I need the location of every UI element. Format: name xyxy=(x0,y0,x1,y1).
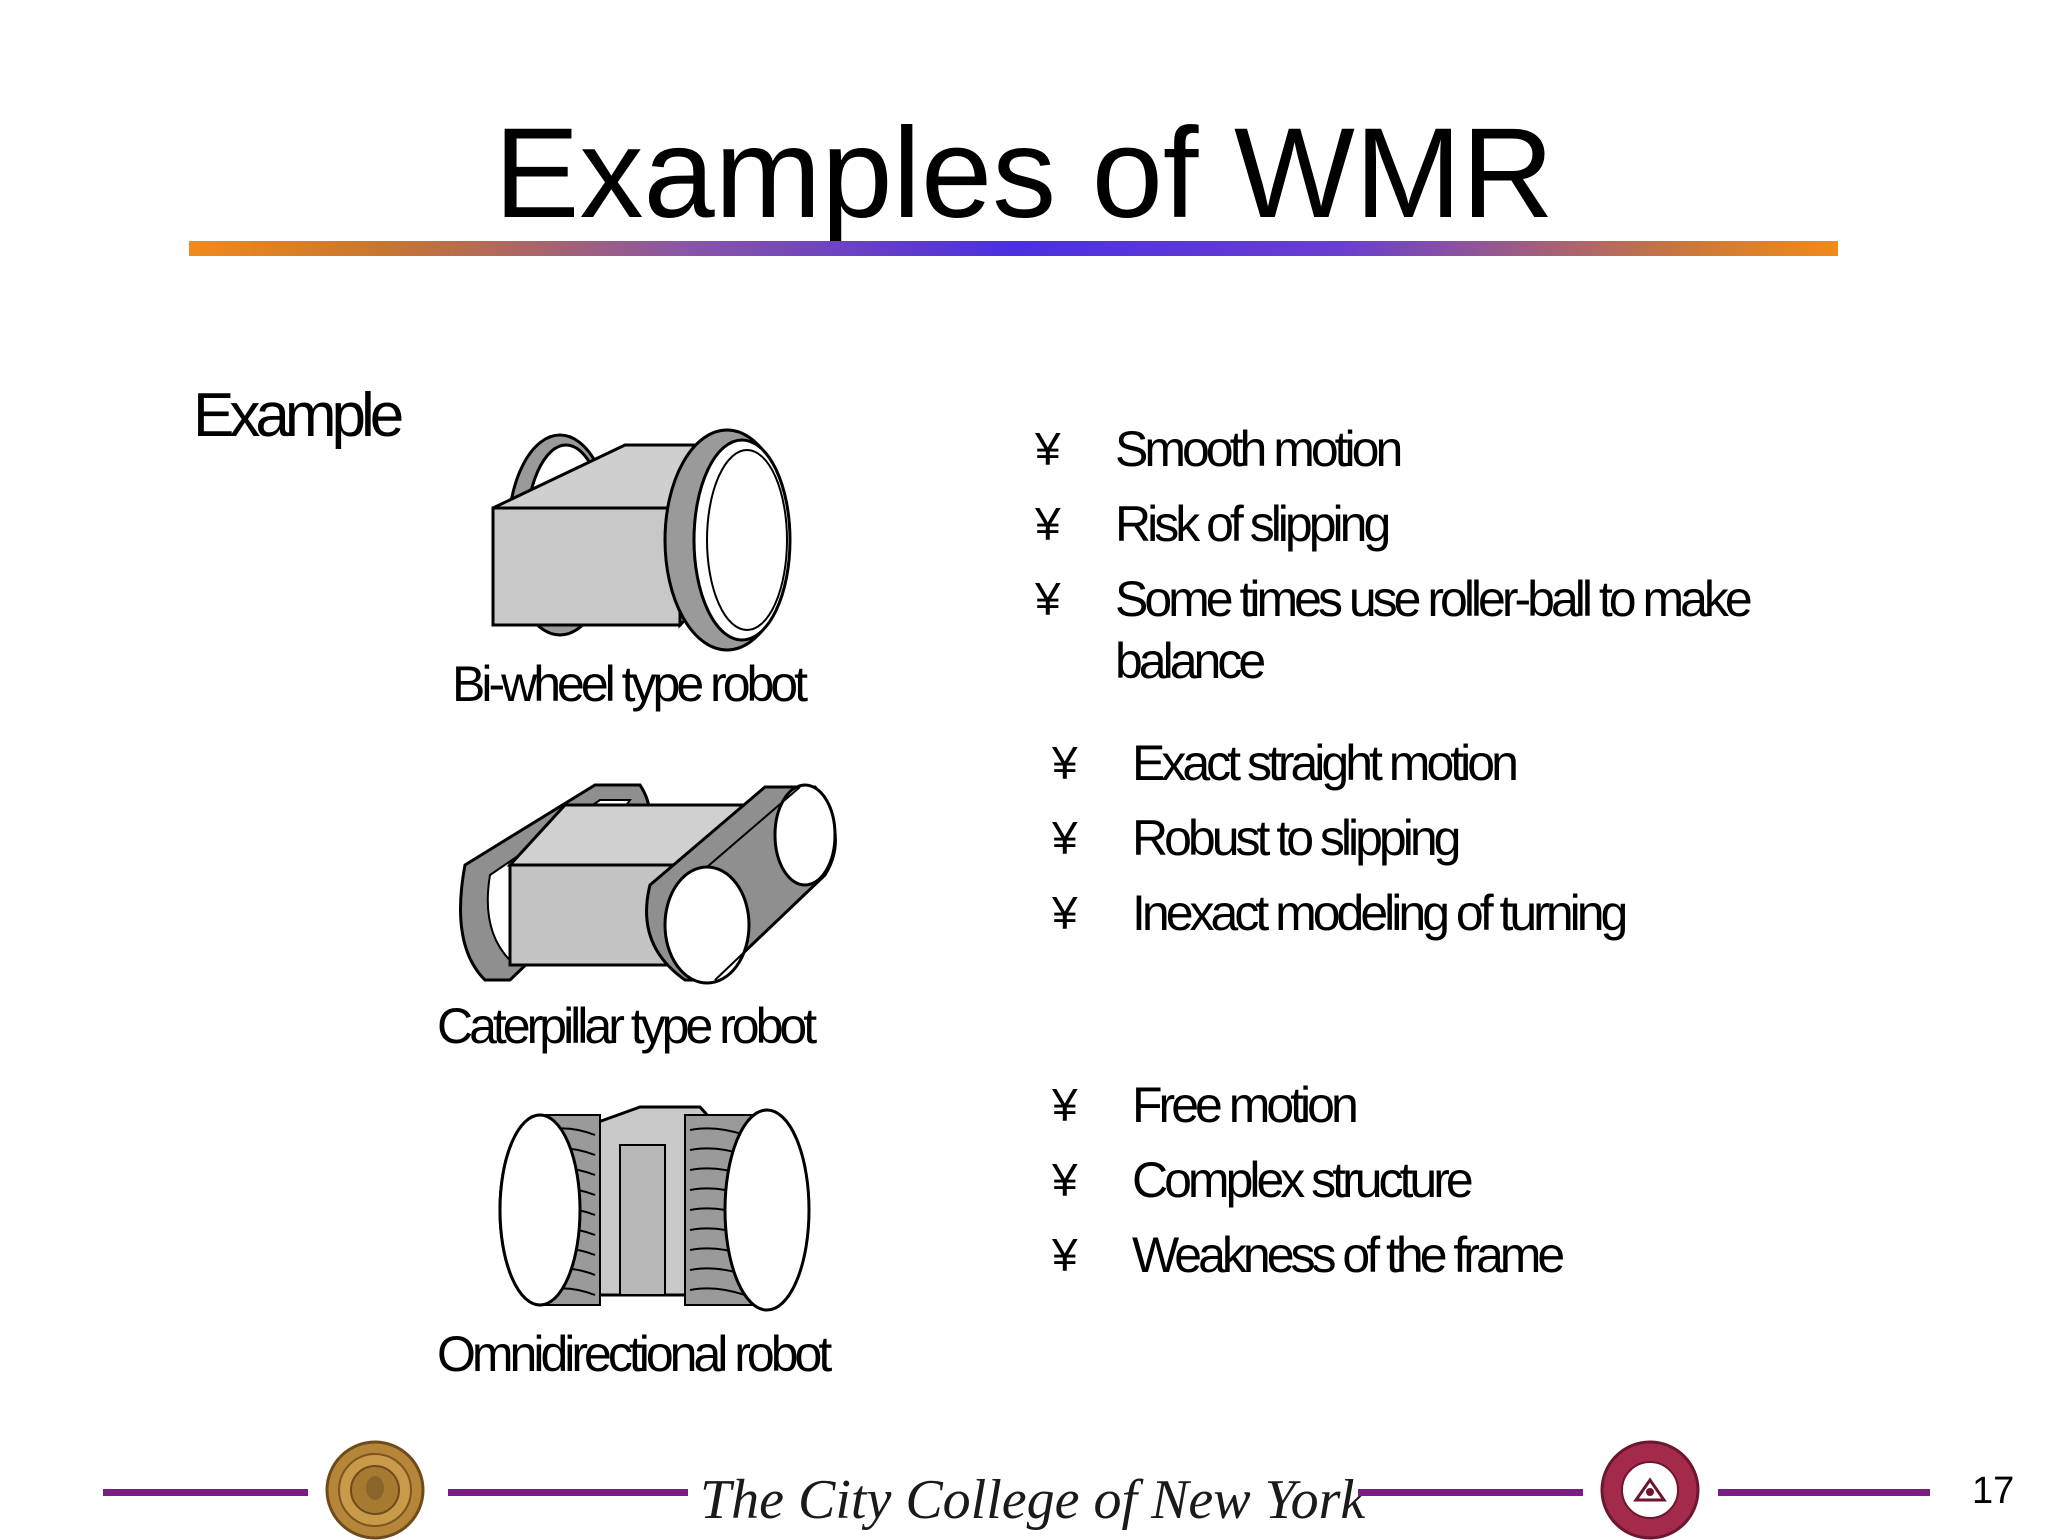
list-item: ¥Exact straight motion xyxy=(1052,732,1812,794)
bi-wheel-robot-illustration xyxy=(491,428,792,652)
caterpillar-robot-illustration xyxy=(459,783,837,985)
caption-bi-wheel: Bi-wheel type robot xyxy=(452,656,808,712)
footer-rule-center-right xyxy=(1358,1489,1583,1496)
bullet-glyph: ¥ xyxy=(1035,498,1061,550)
bullets-caterpillar: ¥Exact straight motion ¥Robust to slippi… xyxy=(1052,732,1812,957)
bullet-glyph: ¥ xyxy=(1052,887,1078,939)
list-item: ¥Smooth motion xyxy=(1035,418,1795,480)
page-number: 17 xyxy=(1972,1470,2015,1512)
bullets-bi-wheel: ¥Smooth motion ¥Risk of slipping ¥Some t… xyxy=(1035,418,1795,705)
robotics-lab-logo-icon xyxy=(1600,1440,1700,1540)
list-item: ¥Risk of slipping xyxy=(1035,493,1795,555)
list-item: ¥Free motion xyxy=(1052,1074,1812,1136)
ccny-seal-icon xyxy=(325,1440,425,1540)
footer-institution: The City College of New York xyxy=(700,1469,1366,1531)
list-item: ¥Robust to slipping xyxy=(1052,807,1812,869)
list-item: ¥Inexact modeling of turning xyxy=(1052,882,1812,944)
caption-caterpillar: Caterpillar type robot xyxy=(437,998,817,1054)
bullet-glyph: ¥ xyxy=(1035,423,1061,475)
bullet-glyph: ¥ xyxy=(1052,1079,1078,1131)
bullet-glyph: ¥ xyxy=(1052,1154,1078,1206)
slide-title: Examples of WMR xyxy=(494,102,1554,245)
title-underline xyxy=(189,241,1838,256)
list-item: ¥Some times use roller-ball to make bala… xyxy=(1035,568,1795,692)
footer-rule-left xyxy=(103,1489,308,1496)
bullet-glyph: ¥ xyxy=(1052,737,1078,789)
bullets-omnidirectional: ¥Free motion ¥Complex structure ¥Weaknes… xyxy=(1052,1074,1812,1299)
caption-omnidirectional: Omnidirectional robot xyxy=(437,1326,832,1382)
footer-rule-center-left xyxy=(448,1489,688,1496)
list-item: ¥Weakness of the frame xyxy=(1052,1224,1812,1286)
list-item: ¥Complex structure xyxy=(1052,1149,1812,1211)
omnidirectional-robot-illustration xyxy=(498,1105,811,1312)
bullet-glyph: ¥ xyxy=(1035,573,1061,625)
bullet-glyph: ¥ xyxy=(1052,1229,1078,1281)
footer-rule-right xyxy=(1718,1489,1930,1496)
bullet-glyph: ¥ xyxy=(1052,812,1078,864)
section-label: Example xyxy=(193,381,404,450)
